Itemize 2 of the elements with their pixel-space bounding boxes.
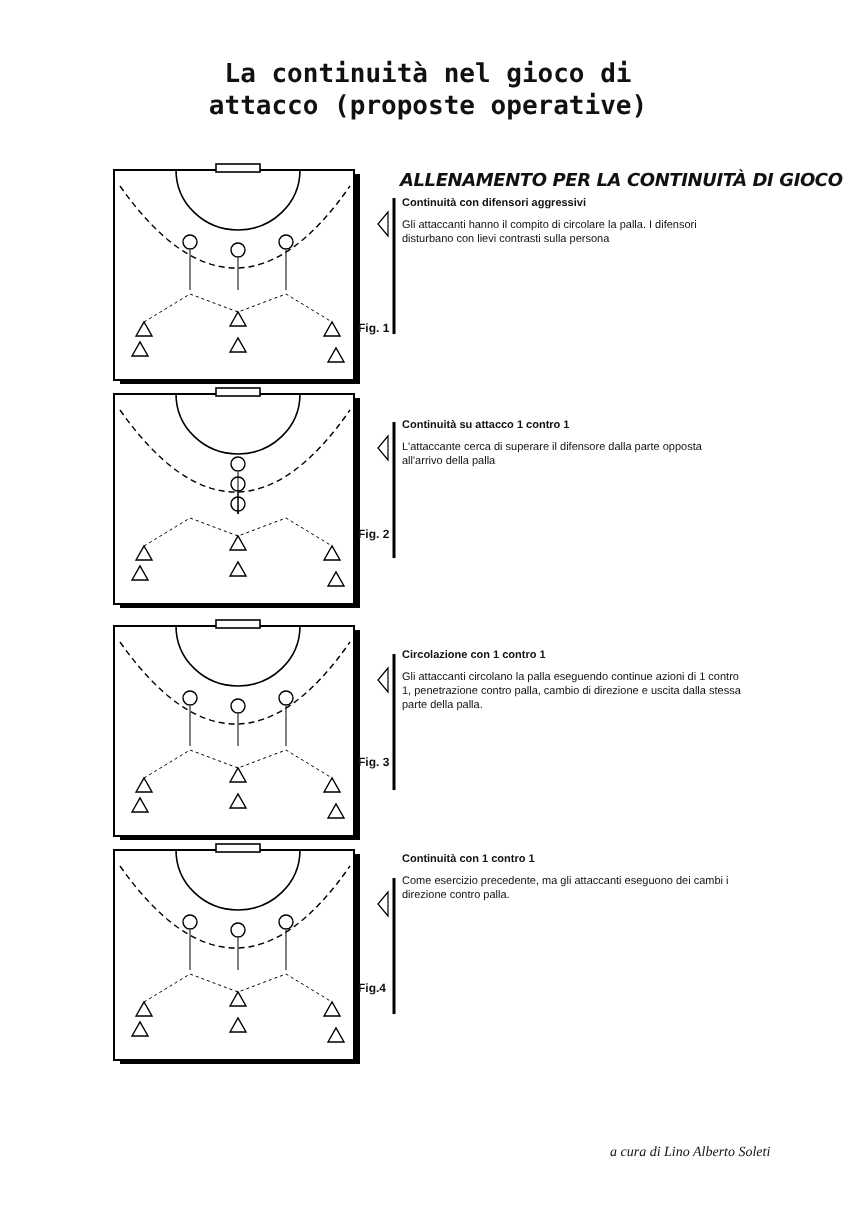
page-title: La continuità nel gioco di attacco (proposte operative) [208,60,648,125]
section-heading: ALLENAMENTO PER LA CONTINUITÀ DI GIOCO [400,172,843,195]
